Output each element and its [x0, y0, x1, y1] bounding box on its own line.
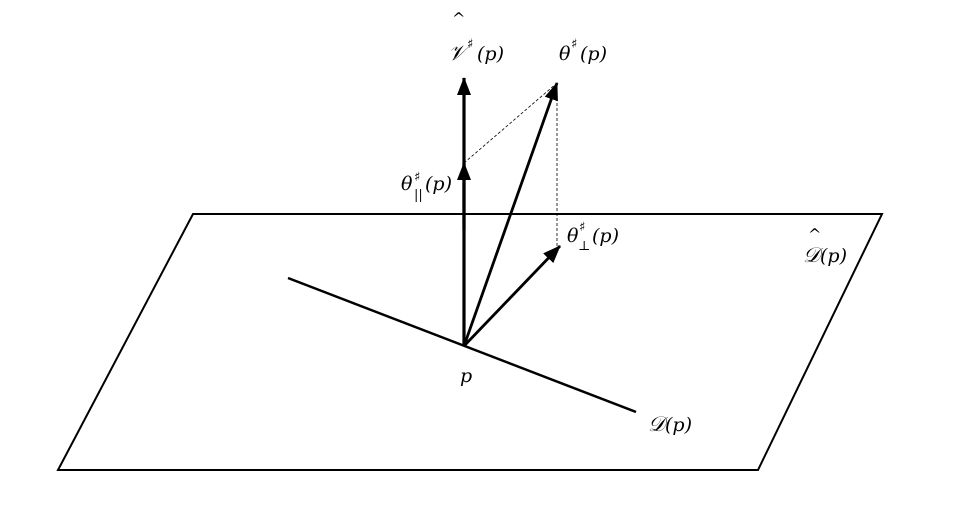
label-theta-perp-base: θ: [567, 225, 579, 247]
label-theta-perp-sub: ⊥: [578, 239, 590, 254]
label-v-hat: ^ 𝒱 ♯ (p): [448, 9, 504, 65]
vector-theta: [462, 82, 559, 347]
label-theta-sup: ♯: [571, 37, 577, 52]
label-v-hat-arg: (p): [477, 43, 504, 65]
label-theta-parallel-sub: ||: [414, 188, 423, 203]
label-theta-parallel-sup: ♯: [414, 170, 420, 185]
label-d-hat-hat: ^: [808, 225, 821, 244]
label-d-hat-arg: (p): [820, 245, 847, 267]
plane-d-hat: [56, 213, 884, 471]
label-theta-perp-sup: ♯: [579, 220, 585, 235]
label-point-p: p: [460, 365, 472, 387]
projection-line-parallel: [463, 82, 558, 164]
label-theta-perp-arg: (p): [592, 225, 619, 247]
label-theta: θ ♯ (p): [559, 37, 607, 65]
line-d: [287, 276, 637, 414]
label-theta-perp: θ ♯ ⊥ (p): [567, 220, 619, 254]
label-d-line-arg: (p): [665, 414, 692, 436]
vector-theta-perp: [462, 245, 562, 347]
label-d-line-base: 𝒟: [648, 412, 669, 436]
label-d-line: 𝒟 (p): [648, 412, 692, 436]
label-theta-parallel-base: θ: [401, 173, 413, 195]
label-v-hat-sup: ♯: [467, 37, 473, 52]
label-v-hat-hat: ^: [452, 9, 465, 28]
label-theta-arg: (p): [580, 43, 607, 65]
label-theta-parallel: θ ♯ || (p): [401, 170, 452, 203]
label-d-hat-base: 𝒟: [803, 243, 824, 267]
label-theta-parallel-arg: (p): [425, 173, 452, 195]
label-d-hat: ^ 𝒟 (p): [803, 225, 847, 267]
label-theta-base: θ: [559, 43, 571, 65]
